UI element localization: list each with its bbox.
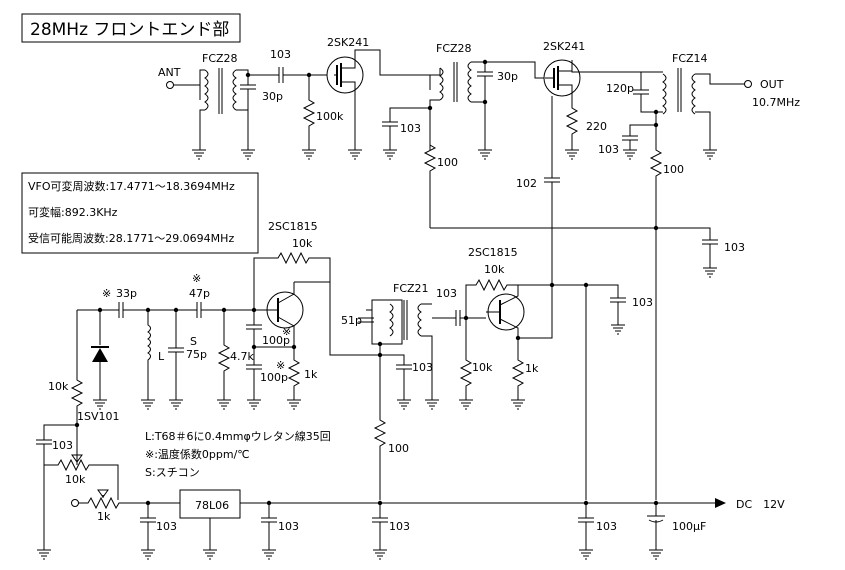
r-1k-q3-label: 1k: [304, 368, 318, 381]
r-10k-fb1-label: 10k: [292, 237, 313, 250]
note-coil: L:T68＃6に0.4mmφウレタン線35回: [145, 429, 331, 443]
c-75p-label: 75p: [186, 348, 207, 361]
c-103-q4-label: 103: [632, 296, 653, 309]
title: 28MHz フロントエンド部: [30, 20, 229, 40]
r-100-b-label: 100: [663, 163, 684, 176]
c-103-b1-label: 103: [156, 520, 177, 533]
c-103-couple-1-label: 103: [270, 48, 291, 61]
c-100p-a-mark: ※: [282, 325, 291, 338]
r-4-7k-label: 4.7k: [230, 350, 254, 363]
c-103-couple-b-label: 103: [436, 287, 457, 300]
ant-label: ANT: [158, 66, 181, 79]
vfo-line-3: 受信可能周波数:28.1771～29.0694MHz: [28, 231, 234, 245]
c-103-fcz14-label: 103: [598, 143, 619, 156]
2sk241-1-label: 2SK241: [327, 36, 369, 49]
varicap-diode: [91, 310, 109, 400]
diode-label: 1SV101: [77, 410, 120, 423]
vfo-line-1: VFO可変周波数:17.4771～18.3694MHz: [28, 179, 235, 193]
r-10k-fb2-label: 10k: [484, 263, 505, 276]
r-100-c-label: 100: [388, 442, 409, 455]
c-103-fcz21-label: 103: [412, 361, 433, 374]
2sk241-2-label: 2SK241: [543, 40, 585, 53]
dc-arrow-icon: [715, 498, 726, 508]
c-103-b4-label: 103: [596, 520, 617, 533]
c-51p-label: 51p: [341, 314, 362, 327]
c-103-rail-label: 103: [724, 241, 745, 254]
c-33p-label: 33p: [116, 287, 137, 300]
fcz21-transformer: [389, 300, 422, 340]
fcz28-2-transformer: [439, 61, 472, 103]
out-terminal: [744, 80, 752, 88]
note-styrocon: S:スチコン: [145, 466, 200, 479]
c-100uf-label: 100μF: [672, 520, 706, 533]
2sc1815-2-transistor: [486, 285, 525, 338]
title-box: [21, 13, 241, 43]
note-tempco: ※:温度係数0ppm/℃: [145, 447, 250, 461]
fcz21-can: [371, 299, 403, 345]
r-1k-pot-label: 1k: [97, 510, 111, 523]
tune-terminal: [71, 499, 79, 507]
c-100p-b-mark: ※: [276, 359, 285, 372]
r-10k-q4-label: 10k: [472, 361, 493, 374]
2sc1815-1-transistor: [262, 282, 304, 336]
fcz14-transformer: [662, 68, 696, 115]
c-100p-b-label: 100p: [260, 371, 288, 384]
vfo-line-2: 可変幅:892.3KHz: [28, 205, 118, 219]
r-10k-pot-label: 10k: [65, 473, 86, 486]
c-100p-a-label: 100p: [262, 334, 290, 347]
c-103-mid-label: 103: [400, 122, 421, 135]
c-103-b2-label: 103: [278, 520, 299, 533]
c-47p-mark: ※: [192, 272, 201, 285]
c-30p-1-label: 30p: [262, 90, 283, 103]
r-100k-label: 100k: [316, 110, 344, 123]
fcz14-label: FCZ14: [672, 52, 708, 65]
c-47p-label: 47p: [189, 287, 210, 300]
r-1k-q4-label: 1k: [525, 362, 539, 375]
ground-symbols: [37, 149, 717, 560]
r-100-a-label: 100: [437, 156, 458, 169]
regulator-78l06: [179, 489, 241, 519]
r-220-label: 220: [586, 120, 607, 133]
c-102-label: 102: [516, 177, 537, 190]
c-103-b3-label: 103: [389, 520, 410, 533]
dc-label: DC 12V: [736, 498, 785, 511]
ant-terminal: [166, 81, 174, 89]
regulator-label: 78L06: [195, 499, 229, 512]
out-label: OUT: [760, 78, 784, 91]
fcz28-2-label: FCZ28: [436, 42, 472, 55]
c-33p-mark: ※: [102, 287, 111, 300]
c-s-mark: S: [190, 335, 197, 348]
fcz28-1-label: FCZ28: [202, 52, 238, 65]
2sk241-2-transistor: [543, 59, 581, 97]
vfo-info-box: [21, 172, 259, 254]
r-10k-varicap-label: 10k: [48, 380, 69, 393]
c-30p-2-label: 30p: [497, 70, 518, 83]
2sc1815-1-label: 2SC1815: [268, 220, 318, 233]
fcz28-1-transformer: [204, 68, 237, 114]
c-120p-label: 120p: [606, 82, 634, 95]
coil-label: L: [158, 350, 165, 363]
2sc1815-2-label: 2SC1815: [468, 246, 518, 259]
c-103-trim-label: 103: [52, 439, 73, 452]
2sk241-1-transistor: [326, 56, 364, 94]
fcz21-label: FCZ21: [393, 282, 429, 295]
out-freq-label: 10.7MHz: [752, 96, 800, 109]
